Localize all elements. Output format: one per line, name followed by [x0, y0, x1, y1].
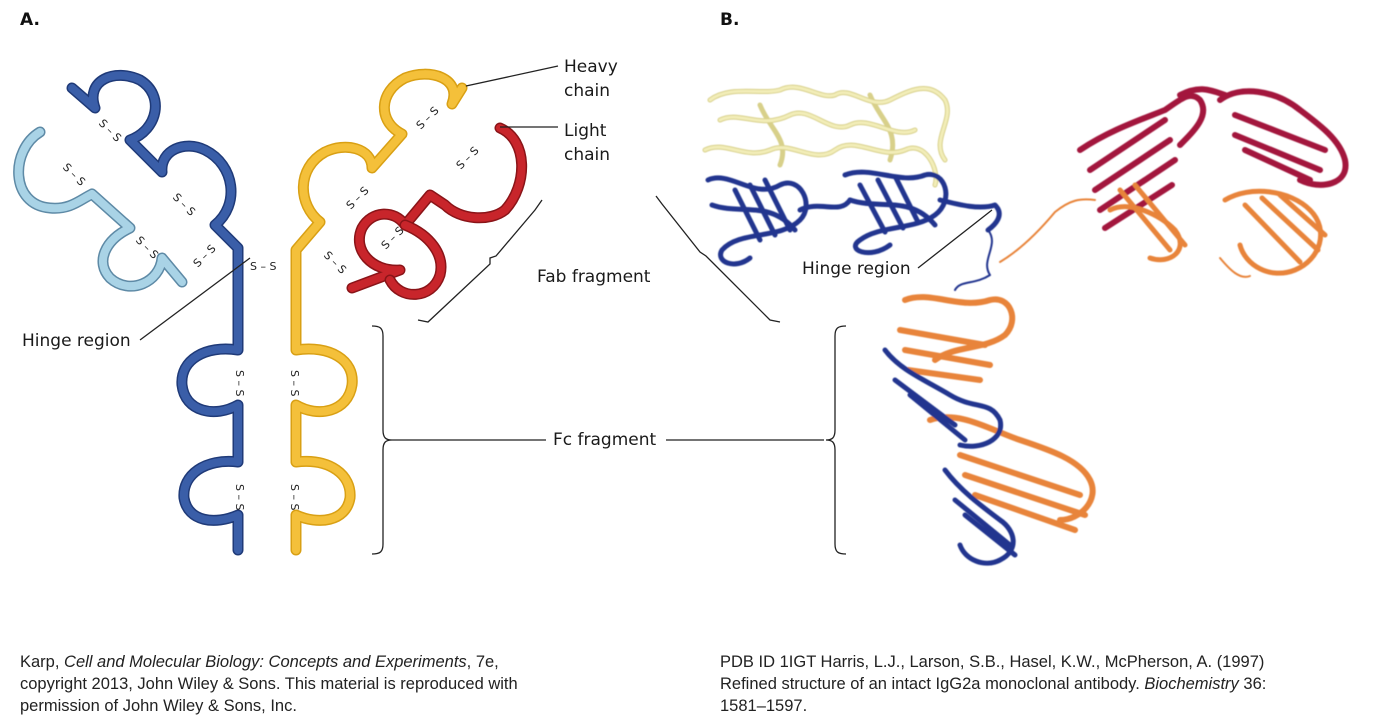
heavy-chain-label-line1: Heavy: [564, 57, 618, 77]
fab-bracket-a: [417, 199, 543, 323]
ss-bond: S – S: [288, 484, 301, 510]
svg-text:S – S: S – S: [414, 104, 442, 132]
ss-bond: S – S: [233, 484, 246, 510]
svg-text:S – S: S – S: [288, 370, 301, 396]
ss-bond: S – S: [60, 161, 88, 189]
hinge-region-label-b: Hinge region: [802, 256, 911, 282]
svg-text:S – S: S – S: [344, 184, 372, 212]
caption-right: PDB ID 1IGT Harris, L.J., Larson, S.B., …: [720, 651, 1390, 717]
ss-bond: S – S: [233, 370, 246, 396]
svg-text:S – S: S – S: [96, 117, 124, 145]
svg-text:S – S: S – S: [288, 484, 301, 510]
caption-right-line1: PDB ID 1IGT Harris, L.J., Larson, S.B., …: [720, 653, 1265, 671]
svg-text:S – S: S – S: [191, 242, 219, 270]
caption-left-line2: copyright 2013, John Wiley & Sons. This …: [20, 675, 518, 693]
ss-bond-hinge: S – S: [250, 260, 276, 273]
fab-fragment-label: Fab fragment: [537, 267, 651, 287]
heavy-chain-left: [66, 69, 244, 556]
fc-blue: [882, 347, 1018, 566]
light-chain-label-line1: Light: [564, 121, 607, 141]
fc-bracket-b: [825, 325, 847, 555]
caption-right-line3: 1581–1597.: [720, 697, 808, 715]
ss-bond: S – S: [454, 144, 482, 172]
disulfide-bonds: S – S S – S S – S S – S S – S S – S S – …: [60, 104, 482, 510]
fc-orange: [897, 294, 1096, 533]
light-chain-left: [13, 126, 188, 292]
svg-text:S – S: S – S: [233, 484, 246, 510]
fab-bracket-b: [655, 195, 781, 323]
leader-lines: [139, 65, 993, 555]
fab-crimson: [1077, 86, 1349, 231]
antibody-schematic: [13, 68, 528, 556]
ss-bond: S – S: [96, 117, 124, 145]
fc-bracket-a: [371, 325, 393, 555]
light-chain-label-line2: chain: [564, 145, 611, 165]
svg-text:S – S: S – S: [454, 144, 482, 172]
svg-text:S – S: S – S: [321, 249, 349, 277]
svg-text:S – S: S – S: [170, 191, 198, 219]
svg-text:S – S: S – S: [60, 161, 88, 189]
ss-bond: S – S: [344, 184, 372, 212]
fc-fragment-label: Fc fragment: [553, 430, 657, 450]
ss-bond: S – S: [414, 104, 442, 132]
light-chain-right: [346, 122, 528, 300]
heavy-chain-label-line2: chain: [564, 81, 611, 101]
fab-light-blue: [705, 169, 1002, 267]
ss-bond: S – S: [191, 242, 219, 270]
hinge-linker-orange: [999, 198, 1251, 278]
caption-right-line2: Refined structure of an intact IgG2a mon…: [720, 675, 1267, 693]
panel-b-label: B.: [720, 10, 740, 30]
svg-text:S – S: S – S: [233, 370, 246, 396]
ss-bond: S – S: [170, 191, 198, 219]
fab-heavy-pale: [702, 84, 950, 188]
ss-bond: S – S: [288, 370, 301, 396]
caption-left: Karp, Cell and Molecular Biology: Concep…: [20, 651, 660, 717]
panel-a-label: A.: [20, 10, 40, 30]
hinge-region-label-a: Hinge region: [22, 331, 131, 351]
ribbon-structure: [702, 84, 1349, 566]
hinge-linker-blue: [954, 229, 993, 291]
fab-heavy-pale-fill: [703, 85, 949, 187]
fab-orange: [1107, 182, 1328, 276]
caption-left-line1: Karp, Cell and Molecular Biology: Concep…: [20, 653, 499, 671]
heavy-chain-right: [290, 68, 468, 556]
ss-bond: S – S: [321, 249, 349, 277]
caption-left-line3: permission of John Wiley & Sons, Inc.: [20, 697, 297, 715]
